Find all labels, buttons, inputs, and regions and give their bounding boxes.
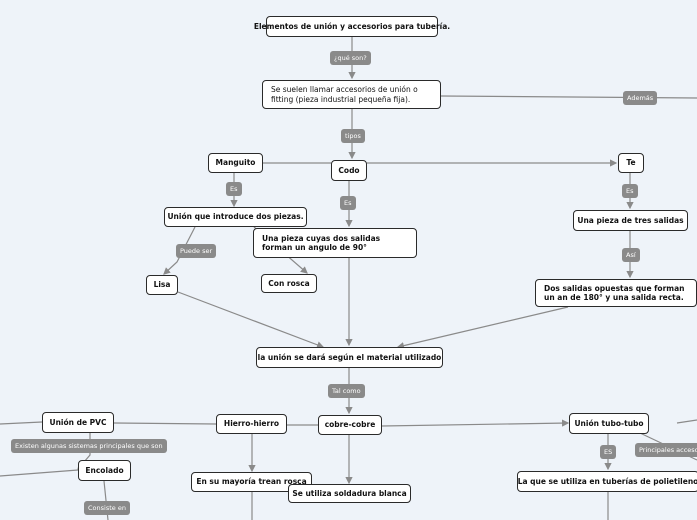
node-te[interactable]: Te (618, 153, 644, 173)
tag-es-manguito: Es (226, 182, 242, 196)
tag-es-tubo: ES (600, 445, 617, 459)
node-tres-salidas[interactable]: Una pieza de tres salidas (573, 210, 688, 231)
tag-es-te: Es (622, 184, 638, 198)
tag-ademas: Además (623, 91, 658, 105)
tag-puede-ser: Puede ser (176, 244, 217, 258)
node-lisa[interactable]: Lisa (146, 275, 178, 295)
node-con-rosca[interactable]: Con rosca (261, 274, 317, 293)
node-pieza-90[interactable]: Una pieza cuyas dos salidas forman un an… (253, 228, 417, 258)
node-union-material[interactable]: la unión se dará según el material utili… (256, 347, 443, 368)
tag-tipos: tipos (341, 129, 365, 143)
node-soldadura-blanca[interactable]: Se utiliza soldadura blanca (288, 484, 411, 503)
node-definition[interactable]: Se suelen llamar accesorios de unión o f… (262, 80, 441, 109)
node-codo[interactable]: Codo (331, 160, 367, 181)
tag-que-son: ¿qué son? (330, 51, 371, 65)
node-mayoria-rosca[interactable]: En su mayoría trean rosca (191, 472, 312, 492)
tag-tal-como: Tal como (328, 384, 365, 398)
node-polietileno[interactable]: La que se utiliza en tuberías de polieti… (517, 471, 697, 492)
tag-principales: Principales acceso (635, 443, 697, 457)
node-cobre-cobre[interactable]: cobre-cobre (318, 415, 382, 435)
tag-asi: Así (622, 248, 640, 262)
node-encolado[interactable]: Encolado (78, 460, 131, 481)
tag-sistemas: Existen algunas sistemas principales que… (11, 439, 167, 453)
node-manguito[interactable]: Manguito (208, 153, 263, 173)
node-union-tubo-tubo[interactable]: Unión tubo-tubo (569, 413, 649, 434)
tag-es-codo: Es (340, 196, 356, 210)
node-union-pvc[interactable]: Unión de PVC (42, 412, 114, 433)
node-title[interactable]: Elementos de unión y accesorios para tub… (254, 16, 450, 37)
node-union-dos-piezas[interactable]: Unión que introduce dos piezas. (164, 207, 307, 227)
node-hierro-hierro[interactable]: Hierro-hierro (216, 414, 287, 434)
node-dos-salidas-opuestas[interactable]: Dos salidas opuestas que forman un an de… (535, 279, 697, 307)
tag-consiste-en: Consiste en (84, 501, 130, 515)
